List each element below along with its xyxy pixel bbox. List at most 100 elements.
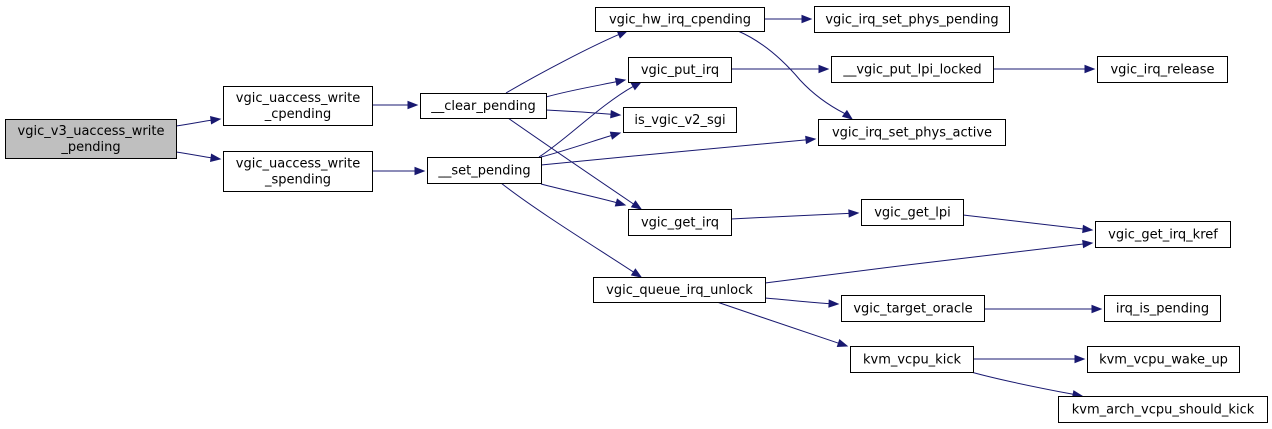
edge-vgic_get_irq-to-vgic_get_lpi xyxy=(730,209,860,220)
node-label: _cpending xyxy=(264,107,332,122)
node-label: irq_is_pending xyxy=(1116,302,1209,317)
node-box[interactable] xyxy=(818,119,1006,146)
node-vgic_irq_release[interactable]: vgic_irq_release xyxy=(1097,56,1228,83)
node-is_vgic_v2_sgi[interactable]: is_vgic_v2_sgi xyxy=(623,107,737,133)
node-box[interactable] xyxy=(427,157,542,184)
edge-vgic_get_lpi-to-vgic_get_irq_kref xyxy=(962,214,1094,234)
node-label: is_vgic_v2_sgi xyxy=(634,113,725,128)
node-label: kvm_arch_vcpu_should_kick xyxy=(1072,403,1255,418)
edge-vgic_queue_irq_unlock-to-vgic_target_oracle xyxy=(764,297,840,308)
node-kvm_vcpu_kick[interactable]: kvm_vcpu_kick xyxy=(850,346,974,373)
node-box[interactable] xyxy=(593,277,766,303)
arrowhead xyxy=(1082,239,1094,249)
node-box[interactable] xyxy=(223,86,373,126)
arrowhead xyxy=(1084,64,1096,74)
node-vgic_hw_irq_cpending[interactable]: vgic_hw_irq_cpending xyxy=(595,7,765,32)
edge-line xyxy=(175,151,212,159)
arrowhead xyxy=(630,81,643,91)
edge-__set_pending-to-vgic_queue_irq_unlock xyxy=(500,182,643,278)
node-box[interactable] xyxy=(1095,221,1231,248)
arrowhead xyxy=(210,116,222,125)
edge-vgic_uaccess_write_cpending-to-__clear_pending xyxy=(371,100,419,110)
node-label: kvm_vcpu_kick xyxy=(863,353,962,368)
node-box[interactable] xyxy=(5,119,177,159)
node-label: vgic_target_oracle xyxy=(853,302,972,317)
arrowhead xyxy=(407,100,419,110)
node-label: vgic_irq_set_phys_active xyxy=(832,126,992,141)
node-label: vgic_get_irq_kref xyxy=(1108,228,1218,243)
node-box[interactable] xyxy=(841,295,985,322)
edge-vgic_v3_uaccess_write_pending-to-vgic_uaccess_write_spending xyxy=(175,151,222,162)
arrowhead xyxy=(414,166,426,176)
node-__vgic_put_lpi_locked[interactable]: __vgic_put_lpi_locked xyxy=(831,56,994,83)
arrowhead xyxy=(630,200,643,210)
node-vgic_uaccess_write_cpending[interactable]: vgic_uaccess_write_cpending xyxy=(223,86,373,126)
edge-vgic_v3_uaccess_write_pending-to-vgic_uaccess_write_cpending xyxy=(175,116,222,127)
arrowhead xyxy=(610,110,622,119)
node-label: vgic_get_irq xyxy=(641,216,719,231)
node-kvm_vcpu_wake_up[interactable]: kvm_vcpu_wake_up xyxy=(1087,346,1240,373)
arrowhead xyxy=(836,338,849,348)
edge-__set_pending-to-vgic_irq_set_phys_active xyxy=(540,135,817,166)
node-box[interactable] xyxy=(850,346,974,373)
node-vgic_irq_set_phys_active[interactable]: vgic_irq_set_phys_active xyxy=(818,119,1006,146)
node-vgic_uaccess_write_spending[interactable]: vgic_uaccess_write_spending xyxy=(223,151,373,192)
node-vgic_put_irq[interactable]: vgic_put_irq xyxy=(628,57,732,83)
node-label: vgic_uaccess_write xyxy=(236,157,360,172)
nodes-layer: vgic_v3_uaccess_write_pending vgic_uacces… xyxy=(5,6,1268,423)
node-vgic_target_oracle[interactable]: vgic_target_oracle xyxy=(841,295,985,322)
edge-vgic_uaccess_write_spending-to-__set_pending xyxy=(371,166,426,176)
node-box[interactable] xyxy=(861,199,964,226)
node-vgic_v3_uaccess_write_pending[interactable]: vgic_v3_uaccess_write_pending xyxy=(5,119,177,159)
node-box[interactable] xyxy=(595,7,765,32)
node-box[interactable] xyxy=(1087,346,1240,373)
node-box[interactable] xyxy=(223,151,373,192)
arrowhead xyxy=(848,209,860,218)
edge-line xyxy=(737,30,846,115)
edge-vgic_queue_irq_unlock-to-kvm_vcpu_kick xyxy=(716,301,849,348)
arrowhead xyxy=(616,30,629,39)
node-box[interactable] xyxy=(831,56,994,83)
edge-line xyxy=(764,297,830,305)
node-label: vgic_queue_irq_unlock xyxy=(606,283,753,298)
node-label: vgic_v3_uaccess_write xyxy=(18,124,165,139)
edge-vgic_put_irq-to-__vgic_put_lpi_locked xyxy=(731,64,830,74)
arrowhead xyxy=(609,131,622,140)
edge-line xyxy=(507,117,634,205)
arrowhead xyxy=(1082,224,1094,234)
node-vgic_get_irq[interactable]: vgic_get_irq xyxy=(628,209,732,236)
edge-kvm_vcpu_kick-to-kvm_arch_vcpu_should_kick xyxy=(970,371,1084,399)
node-kvm_arch_vcpu_should_kick[interactable]: kvm_arch_vcpu_should_kick xyxy=(1058,396,1268,423)
arrowhead xyxy=(614,77,627,87)
node-__clear_pending[interactable]: __clear_pending xyxy=(420,93,547,119)
node-irq_is_pending[interactable]: irq_is_pending xyxy=(1104,295,1221,322)
node-box[interactable] xyxy=(1097,56,1228,83)
node-vgic_irq_set_phys_pending[interactable]: vgic_irq_set_phys_pending xyxy=(814,6,1010,33)
arrowhead xyxy=(805,135,817,145)
node-vgic_get_lpi[interactable]: vgic_get_lpi xyxy=(861,199,964,226)
node-vgic_queue_irq_unlock[interactable]: vgic_queue_irq_unlock xyxy=(593,277,766,303)
node-box[interactable] xyxy=(628,209,732,236)
edge-vgic_hw_irq_cpending-to-vgic_irq_set_phys_active xyxy=(737,30,854,120)
edge-line xyxy=(764,243,1084,284)
node-box[interactable] xyxy=(623,107,737,133)
node-box[interactable] xyxy=(1104,295,1221,322)
node-vgic_get_irq_kref[interactable]: vgic_get_irq_kref xyxy=(1095,221,1231,248)
arrowhead xyxy=(1074,354,1086,364)
node-box[interactable] xyxy=(628,57,732,83)
edge-line xyxy=(962,214,1084,230)
edge-line xyxy=(545,81,617,98)
edge-line xyxy=(540,135,612,158)
node-box[interactable] xyxy=(1058,396,1268,423)
node-label: vgic_put_irq xyxy=(641,63,719,78)
arrowhead xyxy=(828,299,840,308)
node-label: __vgic_put_lpi_locked xyxy=(842,63,981,78)
node-__set_pending[interactable]: __set_pending xyxy=(427,157,542,184)
edge-kvm_vcpu_kick-to-kvm_vcpu_wake_up xyxy=(973,354,1086,364)
node-box[interactable] xyxy=(420,93,547,119)
node-label: vgic_irq_release xyxy=(1110,63,1214,78)
edge-__clear_pending-to-vgic_put_irq xyxy=(545,77,627,98)
edge-__set_pending-to-is_vgic_v2_sgi xyxy=(540,131,622,158)
node-box[interactable] xyxy=(814,6,1010,33)
